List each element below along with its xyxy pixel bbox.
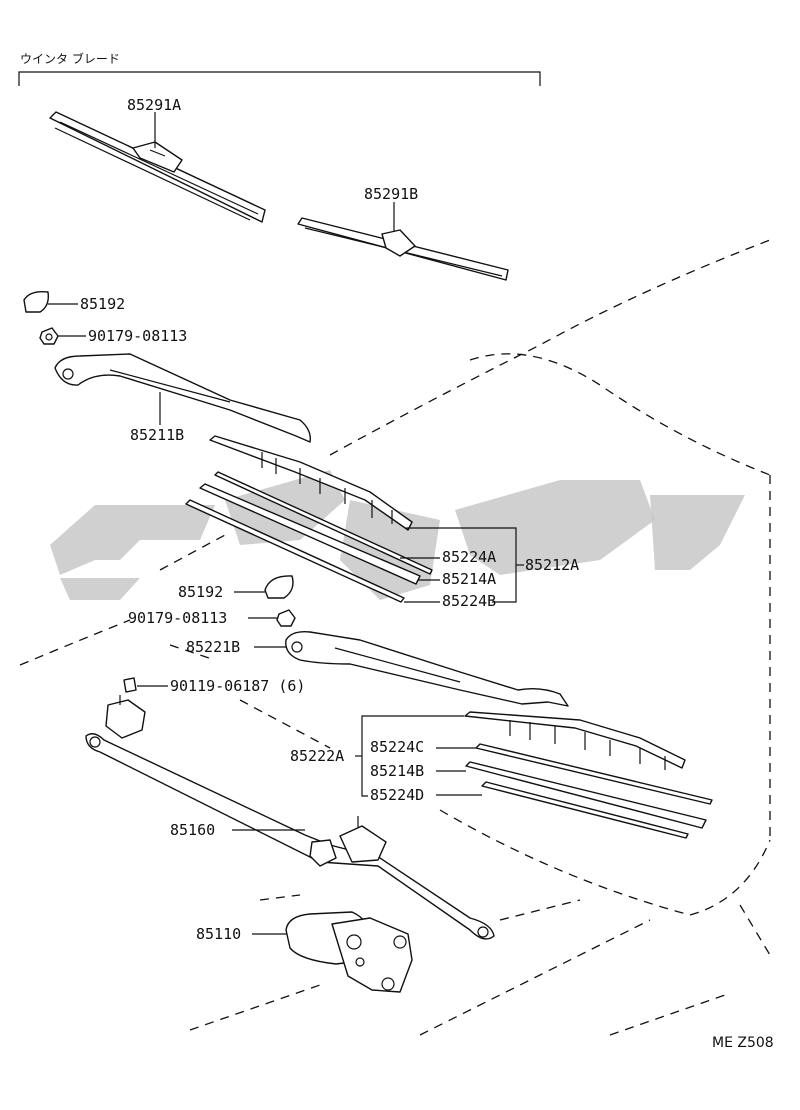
blade-refill-85224a[interactable] <box>214 471 433 575</box>
callout-85192-mid: 85192 <box>178 583 223 601</box>
callout-85160: 85160 <box>170 821 215 839</box>
wiper-link-85160[interactable] <box>85 695 495 940</box>
pivot-cap-85192-mid[interactable] <box>264 575 294 599</box>
wiper-motor-85110[interactable] <box>285 911 413 993</box>
callout-90179-mid: 90179-08113 <box>128 609 227 627</box>
header-bracket: ウインタ ブレード <box>18 51 541 86</box>
nut-90179-top[interactable] <box>39 327 59 345</box>
callout-85222a: 85222A <box>290 747 344 765</box>
callout-85224c: 85224C <box>370 738 424 756</box>
wiper-arm-85221b[interactable] <box>285 630 569 707</box>
callout-85224b: 85224B <box>442 592 496 610</box>
blade-refill-85224b[interactable] <box>185 499 405 603</box>
callout-90179-top: 90179-08113 <box>88 327 187 345</box>
callout-85224d: 85224D <box>370 786 424 804</box>
blade-refill-85224c[interactable] <box>475 743 713 805</box>
wiper-arm-85211b[interactable] <box>54 353 311 443</box>
blade-rubber-85214b[interactable] <box>465 761 707 829</box>
callout-85214b: 85214B <box>370 762 424 780</box>
header-title: ウインタ ブレード <box>20 51 120 66</box>
nut-90179-mid[interactable] <box>276 609 296 627</box>
callout-85110: 85110 <box>196 925 241 943</box>
wiper-blade-85291a[interactable] <box>49 111 266 223</box>
callout-85221b: 85221B <box>186 638 240 656</box>
wiper-blade-assembly-85212a[interactable] <box>209 435 413 531</box>
wiper-blade-assembly-85222a[interactable] <box>464 711 686 770</box>
blade-rubber-85214a[interactable] <box>199 483 421 585</box>
callout-85214a: 85214A <box>442 570 496 588</box>
diagram-code: ME Z508 <box>712 1035 774 1051</box>
pivot-cap-85192-top[interactable] <box>23 290 50 313</box>
callout-90119: 90119-06187 (6) <box>170 677 305 695</box>
wiper-blade-85291b[interactable] <box>297 217 509 281</box>
callout-85211b: 85211B <box>130 426 184 444</box>
bolt-90119[interactable] <box>123 677 137 693</box>
callout-85291a: 85291A <box>127 96 181 114</box>
windshield-outline <box>19 239 771 1036</box>
callout-85291b: 85291B <box>364 185 418 203</box>
callout-85224a: 85224A <box>442 548 496 566</box>
callout-85192-top: 85192 <box>80 295 125 313</box>
watermark-logo <box>50 470 745 600</box>
callout-85212a: 85212A <box>525 556 579 574</box>
blade-refill-85224d[interactable] <box>481 781 689 839</box>
